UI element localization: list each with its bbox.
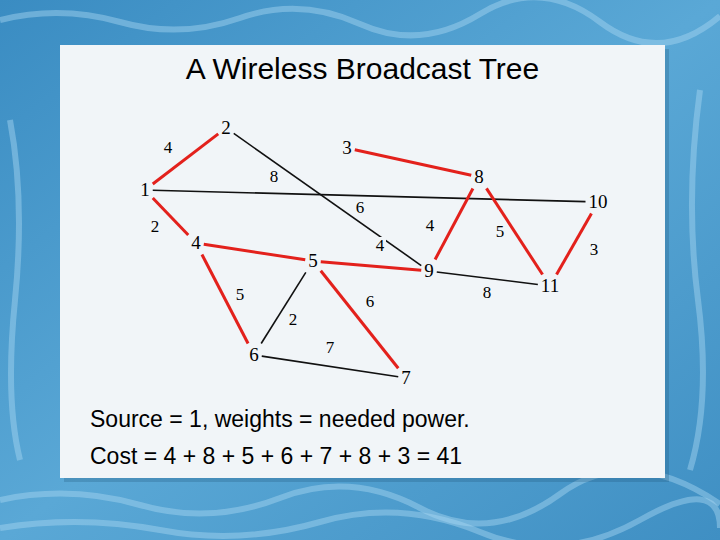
vertex-number: 8 xyxy=(471,166,487,189)
edge-weight: 2 xyxy=(287,311,300,330)
vertex-label: 7 xyxy=(401,368,411,389)
graph-edge xyxy=(202,254,248,343)
graph-edge xyxy=(153,190,586,201)
graph-edge xyxy=(355,150,472,176)
edge-weight: 3 xyxy=(588,241,601,260)
slide-title: A Wireless Broadcast Tree xyxy=(60,52,665,86)
vertex-number: 2 xyxy=(218,117,234,140)
edge-weight: 6 xyxy=(354,199,367,218)
graph-edge xyxy=(321,262,422,271)
vertex-number: 7 xyxy=(398,367,414,390)
vertex-number: 6 xyxy=(246,344,262,367)
graph-edge xyxy=(234,133,422,265)
graph-edge xyxy=(261,272,306,343)
vertex-label: 1 xyxy=(140,180,150,201)
graph-edge xyxy=(557,213,592,274)
edge-weight: 4 xyxy=(162,139,175,158)
vertex-label: 11 xyxy=(541,276,559,297)
cost-line: Cost = 4 + 8 + 5 + 6 + 7 + 8 + 3 = 41 xyxy=(90,443,462,470)
vertex-number: 9 xyxy=(421,260,437,283)
edge-weight: 6 xyxy=(364,293,377,312)
slide-panel xyxy=(60,45,665,478)
vertex-label: 2 xyxy=(221,118,231,139)
edge-weight: 8 xyxy=(268,168,281,187)
edge-weight: 8 xyxy=(481,284,494,303)
edge-weight: 4 xyxy=(424,217,437,236)
vertex-number: 3 xyxy=(339,137,355,160)
vertex-label: 4 xyxy=(191,233,201,254)
edge-weight: 5 xyxy=(494,223,507,242)
edge-weight: 5 xyxy=(234,286,247,305)
vertex-label: 5 xyxy=(308,251,318,272)
vertex-number: 4 xyxy=(188,232,204,255)
vertex-number: 1 xyxy=(137,179,153,202)
vertex-label: 10 xyxy=(589,192,608,213)
edge-weight: 4 xyxy=(374,237,387,256)
vertex-label: 6 xyxy=(249,345,259,366)
graph-edge xyxy=(321,271,399,369)
edge-weight: 2 xyxy=(149,218,162,237)
graph-edge xyxy=(153,134,219,184)
graph-edge xyxy=(437,272,538,285)
caption-line: Source = 1, weights = needed power. xyxy=(90,406,470,433)
graph-edge xyxy=(486,188,542,274)
graph-edge xyxy=(262,356,399,377)
graph-edge xyxy=(435,188,473,259)
vertex-number: 11 xyxy=(538,275,562,298)
vertex-label: 3 xyxy=(342,138,352,159)
vertex-number: 10 xyxy=(586,191,611,214)
vertex-label: 9 xyxy=(424,261,434,282)
edge-weight: 7 xyxy=(324,339,337,358)
graph-edge xyxy=(204,244,306,260)
vertex-label: 8 xyxy=(474,167,484,188)
vertex-number: 5 xyxy=(305,250,321,273)
